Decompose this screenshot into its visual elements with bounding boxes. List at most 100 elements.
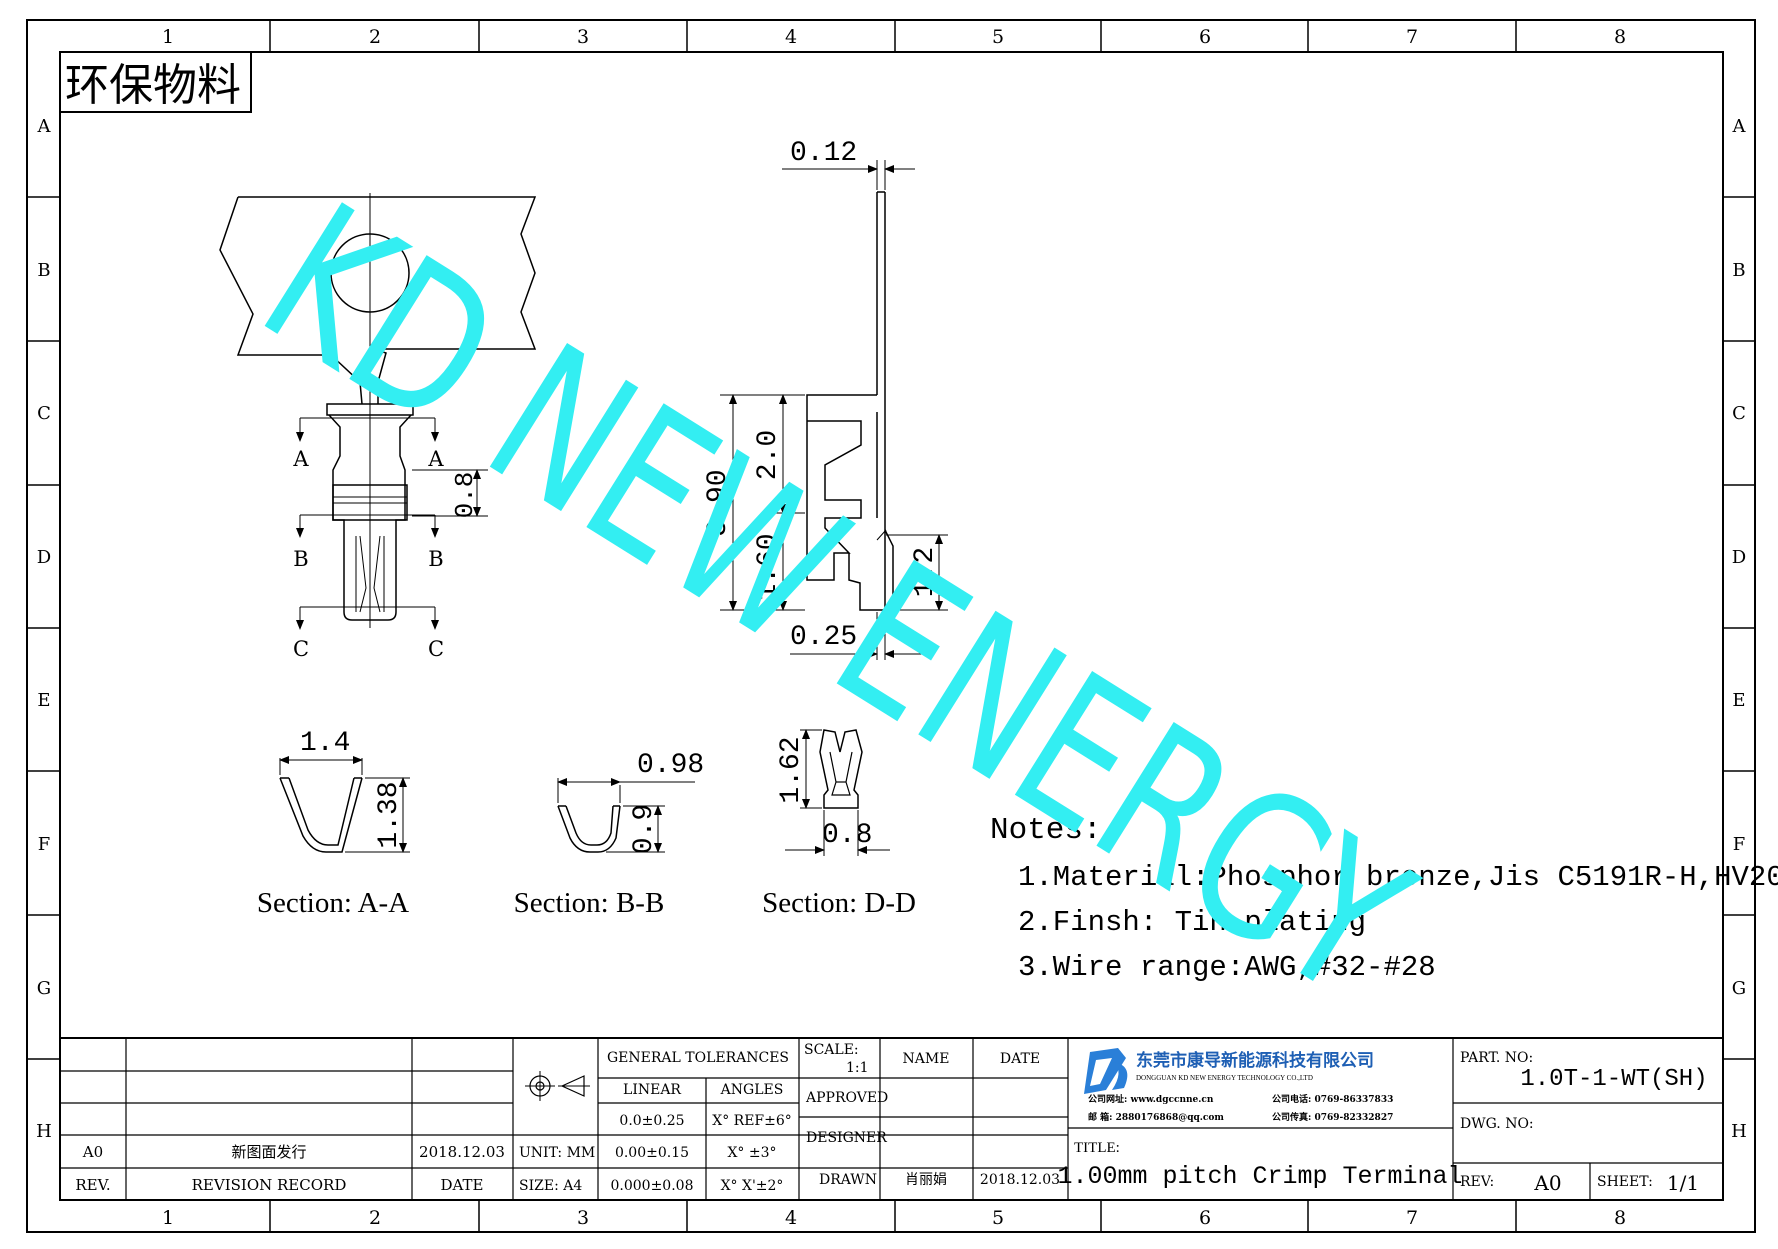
zone-col-3-bottom: 3 <box>577 1207 589 1229</box>
revision-record: 新图面发行 <box>231 1143 306 1161</box>
title-label: TITLE: <box>1074 1140 1120 1156</box>
size-label: SIZE: A4 <box>519 1178 582 1194</box>
zone-row-d-right: D <box>1732 547 1746 568</box>
dim-side-upper: 2.0 <box>753 430 784 480</box>
section-mark-a-left: A <box>292 447 309 471</box>
section-dd-label: Section: D-D <box>762 887 916 919</box>
drawing-title: 1.00mm pitch Crimp Terminal <box>1057 1162 1462 1191</box>
dim-dd-width: 0.8 <box>822 820 872 851</box>
tolerance-angles-header: ANGLES <box>720 1082 784 1098</box>
part-no-value: 1.0T-1-WT(SH) <box>1520 1066 1707 1093</box>
rev-label: REV: <box>1460 1174 1494 1190</box>
sheet-value: 1/1 <box>1667 1171 1699 1195</box>
zone-row-h-left: H <box>36 1121 52 1142</box>
dim-side-total: 3.90 <box>703 469 734 536</box>
zone-row-h-right: H <box>1731 1121 1747 1142</box>
tolerance-linear-header: LINEAR <box>623 1082 681 1098</box>
section-aa-label: Section: A-A <box>257 887 409 919</box>
dim-dd-height: 1.62 <box>776 736 807 803</box>
notes: Notes: 1.Material:Phosphor bronze,Jis C5… <box>990 813 1778 984</box>
dim-side-lance: 1.2 <box>910 547 941 597</box>
zone-col-8-top: 8 <box>1614 26 1626 48</box>
revision-code: A0 <box>82 1143 103 1161</box>
section-mark-b-left: B <box>293 547 308 571</box>
zone-row-a-left: A <box>37 116 52 137</box>
zone-row-f-left: F <box>38 834 51 855</box>
revision-date: 2018.12.03 <box>419 1143 505 1161</box>
scale-label: SCALE: <box>804 1042 859 1058</box>
eco-material-badge: 环保物料 <box>59 51 252 113</box>
zone-row-d-left: D <box>37 547 51 568</box>
drawn-label: DRAWN <box>819 1172 877 1188</box>
section-bb: 0.98 0.9 Section: B-B <box>514 750 705 919</box>
section-dd: 1.62 0.8 Section: D-D <box>762 729 916 919</box>
section-mark-a-right: A <box>427 447 444 471</box>
notes-title: Notes: <box>990 813 1102 848</box>
zone-row-g-left: G <box>37 978 51 999</box>
zone-row-c-left: C <box>37 403 51 424</box>
tolerances-title: GENERAL TOLERANCES <box>607 1050 789 1066</box>
zone-row-b-right: B <box>1732 260 1745 281</box>
zone-col-2-bottom: 2 <box>369 1207 381 1229</box>
part-no-label: PART. NO: <box>1460 1050 1533 1066</box>
section-aa: 1.4 1.38 Section: A-A <box>257 728 410 919</box>
section-mark-b-right: B <box>428 547 443 571</box>
zone-col-2-top: 2 <box>369 26 381 48</box>
section-mark-c-left: C <box>293 637 309 661</box>
header-date: DATE <box>441 1176 484 1194</box>
drawing-frame: 1 2 3 4 5 6 7 8 1 2 3 4 5 6 7 8 A B C D … <box>26 19 1756 1233</box>
dim-front-0-8: 0.8 <box>450 472 480 519</box>
dim-bb-width: 0.98 <box>637 750 704 781</box>
zone-col-5-top: 5 <box>992 26 1004 48</box>
company-website: 公司网址: www.dgccnne.cn <box>1088 1093 1214 1105</box>
company-logo-icon <box>1084 1048 1128 1094</box>
unit-label: UNIT: MM <box>519 1145 595 1161</box>
drawn-date: 2018.12.03 <box>980 1172 1060 1188</box>
tolerance-linear-1: 0.0±0.25 <box>619 1113 684 1129</box>
company-name-en: DONGGUAN KD NEW ENERGY TECHNOLOGY CO.,LT… <box>1136 1074 1313 1082</box>
approved-label: APPROVED <box>805 1090 888 1106</box>
tolerance-linear-2: 0.00±0.15 <box>615 1145 689 1161</box>
designer-label: DESIGNER <box>806 1130 887 1146</box>
badge-text: 环保物料 <box>65 60 241 111</box>
zone-col-7-bottom: 7 <box>1406 1207 1418 1229</box>
zone-col-8-bottom: 8 <box>1614 1207 1626 1229</box>
zone-row-g-right: G <box>1732 978 1746 999</box>
dim-side-bottom: 0.25 <box>790 622 857 653</box>
zone-col-4-top: 4 <box>785 26 797 48</box>
note-item-3: 3.Wire range:AWG,#32-#28 <box>1018 951 1436 984</box>
company-email: 邮 箱: 2880176868@qq.com <box>1088 1111 1224 1123</box>
name-header: NAME <box>903 1051 950 1067</box>
side-view: 0.12 3.90 2.0 1.60 1.2 0.25 <box>703 138 948 660</box>
tolerance-linear-3: 0.000±0.08 <box>611 1178 694 1194</box>
company-phone: 公司电话: 0769-86337833 <box>1272 1093 1393 1105</box>
zone-col-7-top: 7 <box>1406 26 1418 48</box>
tolerance-angle-2: X° ±3° <box>727 1145 776 1161</box>
dwg-no-label: DWG. NO: <box>1460 1116 1534 1132</box>
tolerance-angle-1: X° REF±6° <box>712 1113 792 1129</box>
zone-col-4-bottom: 4 <box>785 1207 797 1229</box>
drawn-name: 肖丽娟 <box>905 1172 947 1188</box>
zone-row-e-left: E <box>37 690 50 711</box>
date-header: DATE <box>1000 1051 1040 1067</box>
zone-col-1-top: 1 <box>162 26 174 48</box>
zone-row-e-right: E <box>1732 690 1745 711</box>
zone-row-f-right: F <box>1733 834 1746 855</box>
note-item-2: 2.Finsh: Tin-plating <box>1018 906 1366 939</box>
section-mark-c-right: C <box>428 637 444 661</box>
section-bb-label: Section: B-B <box>514 887 665 919</box>
header-rev: REV. <box>75 1176 110 1194</box>
front-view: A A B B C C 0.8 <box>219 193 537 661</box>
zone-col-1-bottom: 1 <box>162 1207 174 1229</box>
zone-row-c-right: C <box>1732 403 1746 424</box>
dim-aa-width: 1.4 <box>300 728 350 759</box>
dim-side-thickness: 0.12 <box>790 138 857 169</box>
note-item-1: 1.Material:Phosphor bronze,Jis C5191R-H,… <box>1018 861 1778 894</box>
scale-value: 1:1 <box>846 1060 869 1076</box>
company-fax: 公司传真: 0769-82332827 <box>1272 1111 1393 1123</box>
dim-aa-height: 1.38 <box>374 781 405 848</box>
projection-symbol-icon <box>525 1071 590 1101</box>
company-name-cn: 东莞市康导新能源科技有限公司 <box>1136 1050 1374 1071</box>
zone-col-3-top: 3 <box>577 26 589 48</box>
dim-side-lower: 1.60 <box>753 533 784 600</box>
